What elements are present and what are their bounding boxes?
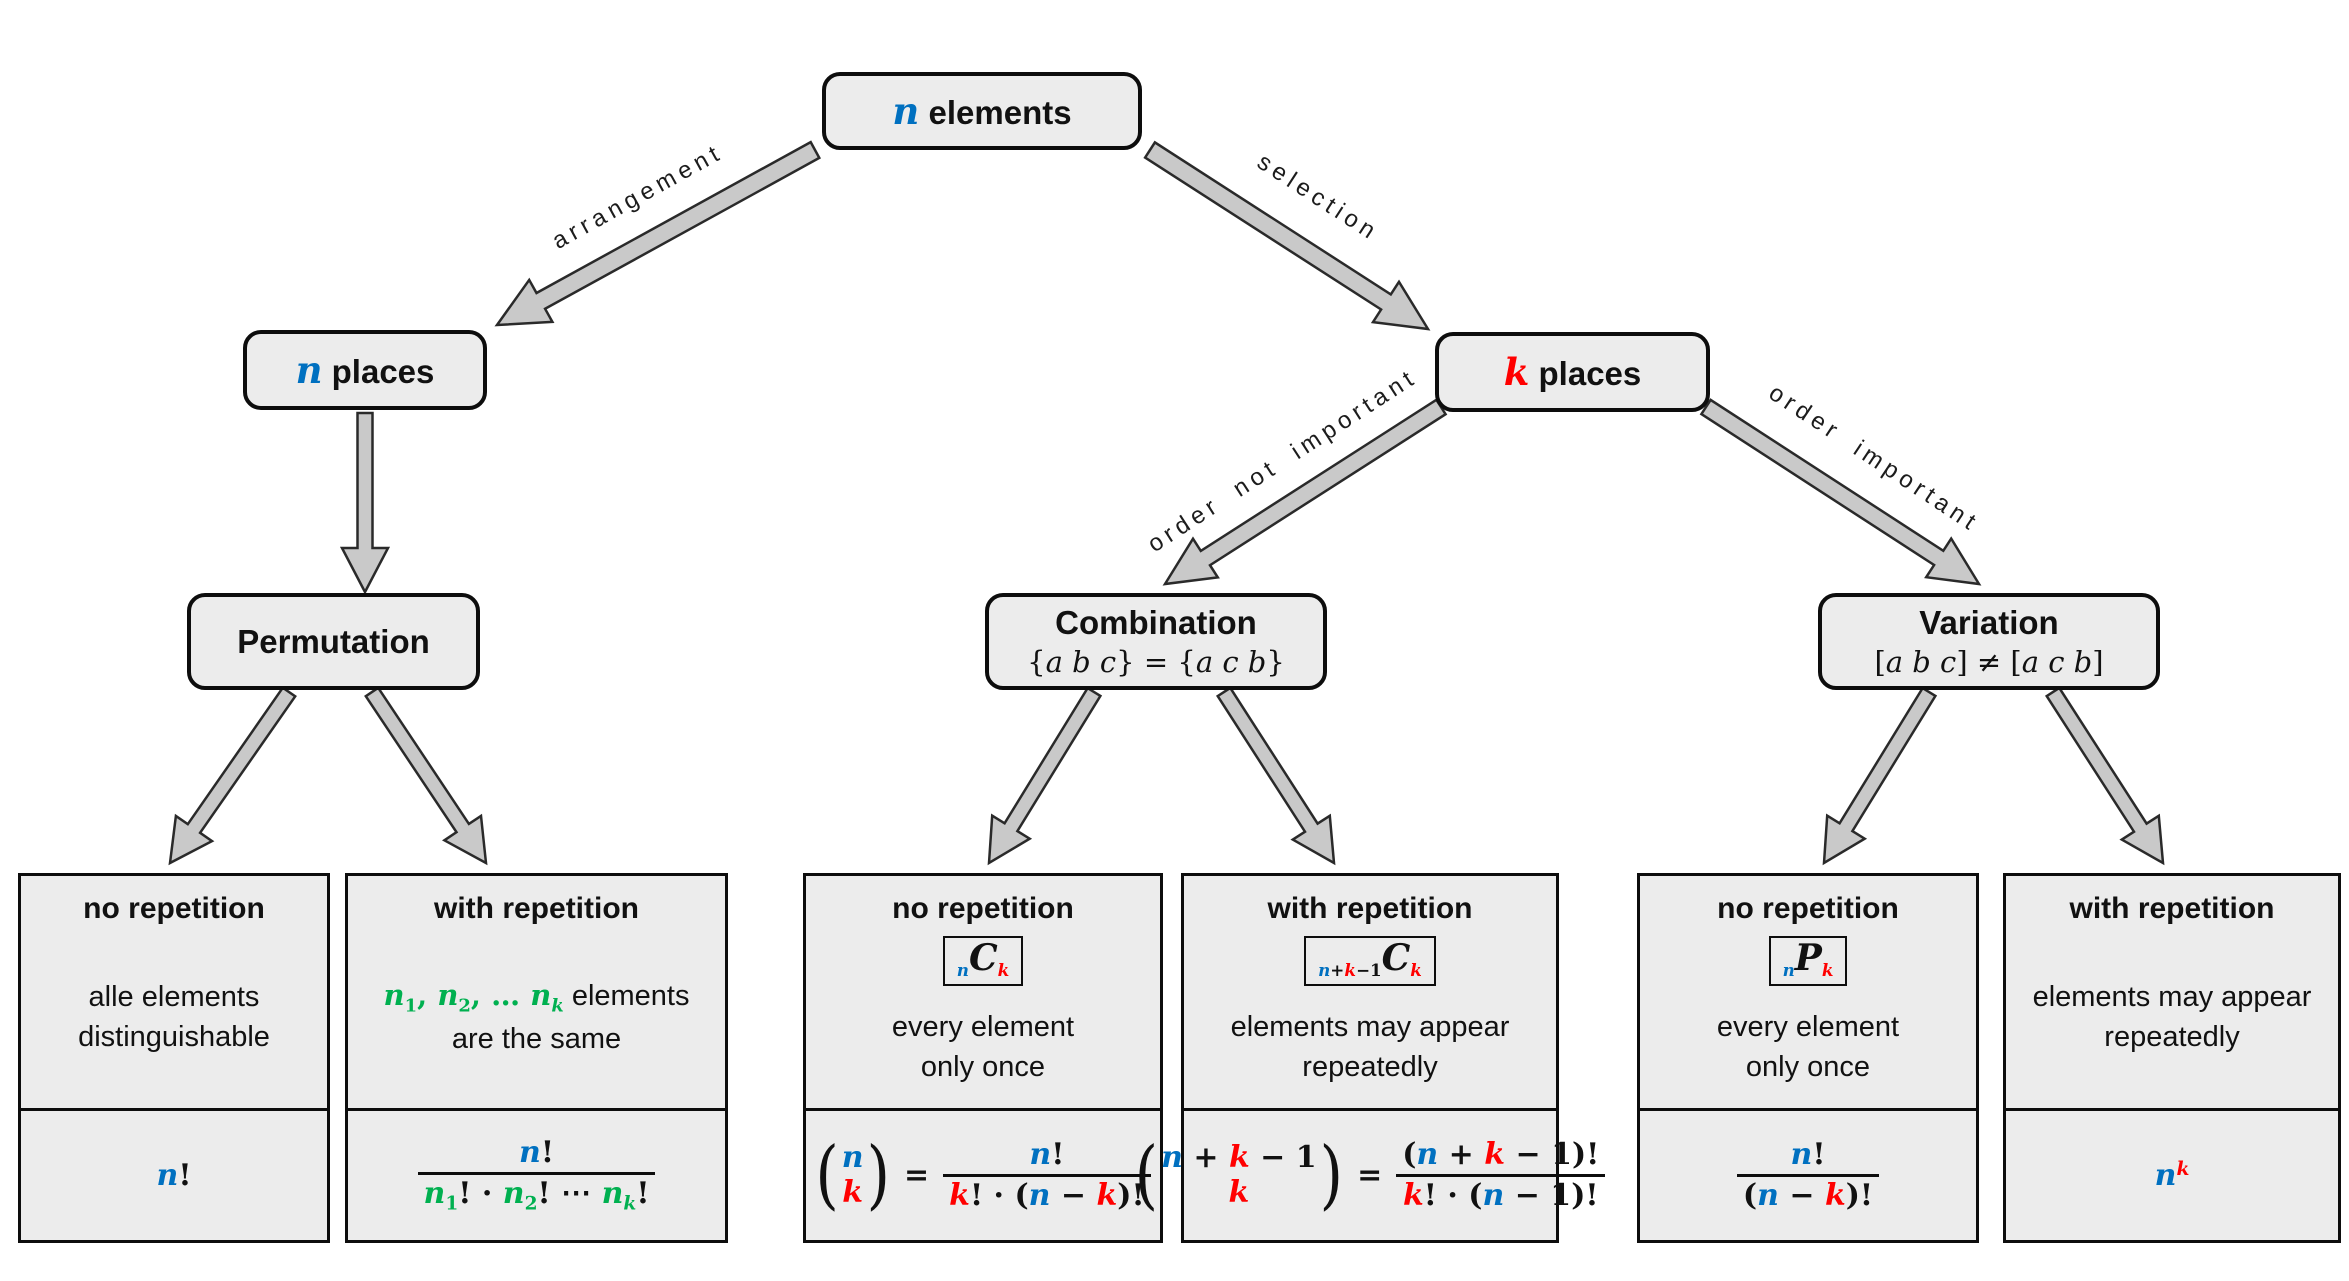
arrow-n-places-to-permutation [339,411,391,595]
paren-right: ) [1319,1131,1344,1219]
leaf-formula: n!n1! · n2! ⋯ nk! [348,1108,725,1240]
leaf-header: no repetition [892,892,1074,925]
node-k-places: k places [1435,332,1710,412]
fraction: n!k! · (n − k)! [943,1137,1151,1214]
fraction-bar [943,1174,1151,1177]
leaf-formula: n!(n − k)! [1640,1108,1976,1240]
arrow-permutation-to-no-rep [168,685,297,866]
node-n-places-title: n places [295,348,435,392]
node-variation-title: Variation [1919,603,2059,641]
arrow-permutation-to-with-rep [364,686,488,866]
arrow-k-places-to-variation [1699,398,1982,586]
paren-left: ( [1134,1131,1159,1219]
node-permutation-title: Permutation [237,622,430,660]
node-combination-subtitle: {a b c} = {a c b} [1027,644,1285,679]
leaf-header: no repetition [1717,892,1899,925]
leaf-formula: nk [2006,1108,2338,1240]
node-combination: Combination {a b c} = {a c b} [985,593,1327,690]
arrow-variation-to-with-rep [2044,686,2165,866]
formula-inline: = [1357,1158,1383,1193]
leaf-header: no repetition [83,892,265,925]
node-n-elements-title: n elements [892,89,1072,133]
node-combination-title: Combination [1055,603,1257,641]
node-k-places-title: k places [1503,350,1642,394]
symbol-variation-no-repetition: nPk [1768,936,1848,987]
arrow-variation-to-no-rep [1822,686,1938,866]
arrow-root-to-k-places [1143,140,1431,331]
symbol-combination-with-repetition: n+k−1Ck [1304,936,1436,987]
node-variation: Variation [a b c] ≠ [a c b] [1818,593,2160,690]
fraction: (n + k − 1)!k! · (n − 1)! [1396,1137,1606,1214]
leaf-formula: n! [21,1108,327,1240]
paren-left: ( [815,1131,839,1219]
node-variation-subtitle: [a b c] ≠ [a c b] [1874,644,2104,679]
formula-inline: nk [2154,1158,2190,1193]
node-n-elements: n elements [822,72,1142,150]
fraction: n!n1! · n2! ⋯ nk! [417,1135,656,1216]
leaf-header: with repetition [1267,892,1473,925]
leaf-combination-with-repetition: with repetition n+k−1Ck elements may appea… [1135,873,1606,1243]
node-permutation: Permutation [187,593,480,690]
leaf-top: with repetition n+k−1Ck elements may appea… [1184,876,1556,1108]
node-n-places: n places [243,330,487,410]
fraction-bar [417,1172,656,1176]
formula-inline: = [904,1158,930,1193]
arrow-combination-to-no-rep [987,686,1103,866]
arrow-root-to-n-places [494,140,821,327]
leaf-header: with repetition [434,892,639,925]
fraction-bar [1396,1174,1606,1177]
fraction-bar [1736,1174,1880,1177]
paren-right: ) [866,1131,890,1219]
arrow-k-places-to-combination [1162,398,1448,586]
arrow-combination-to-with-rep [1215,686,1336,866]
leaf-header: with repetition [2069,892,2275,925]
formula-inline: n! [156,1158,192,1193]
fraction: n!(n − k)! [1736,1137,1880,1214]
symbol-combination-no-repetition: nCk [942,936,1024,987]
